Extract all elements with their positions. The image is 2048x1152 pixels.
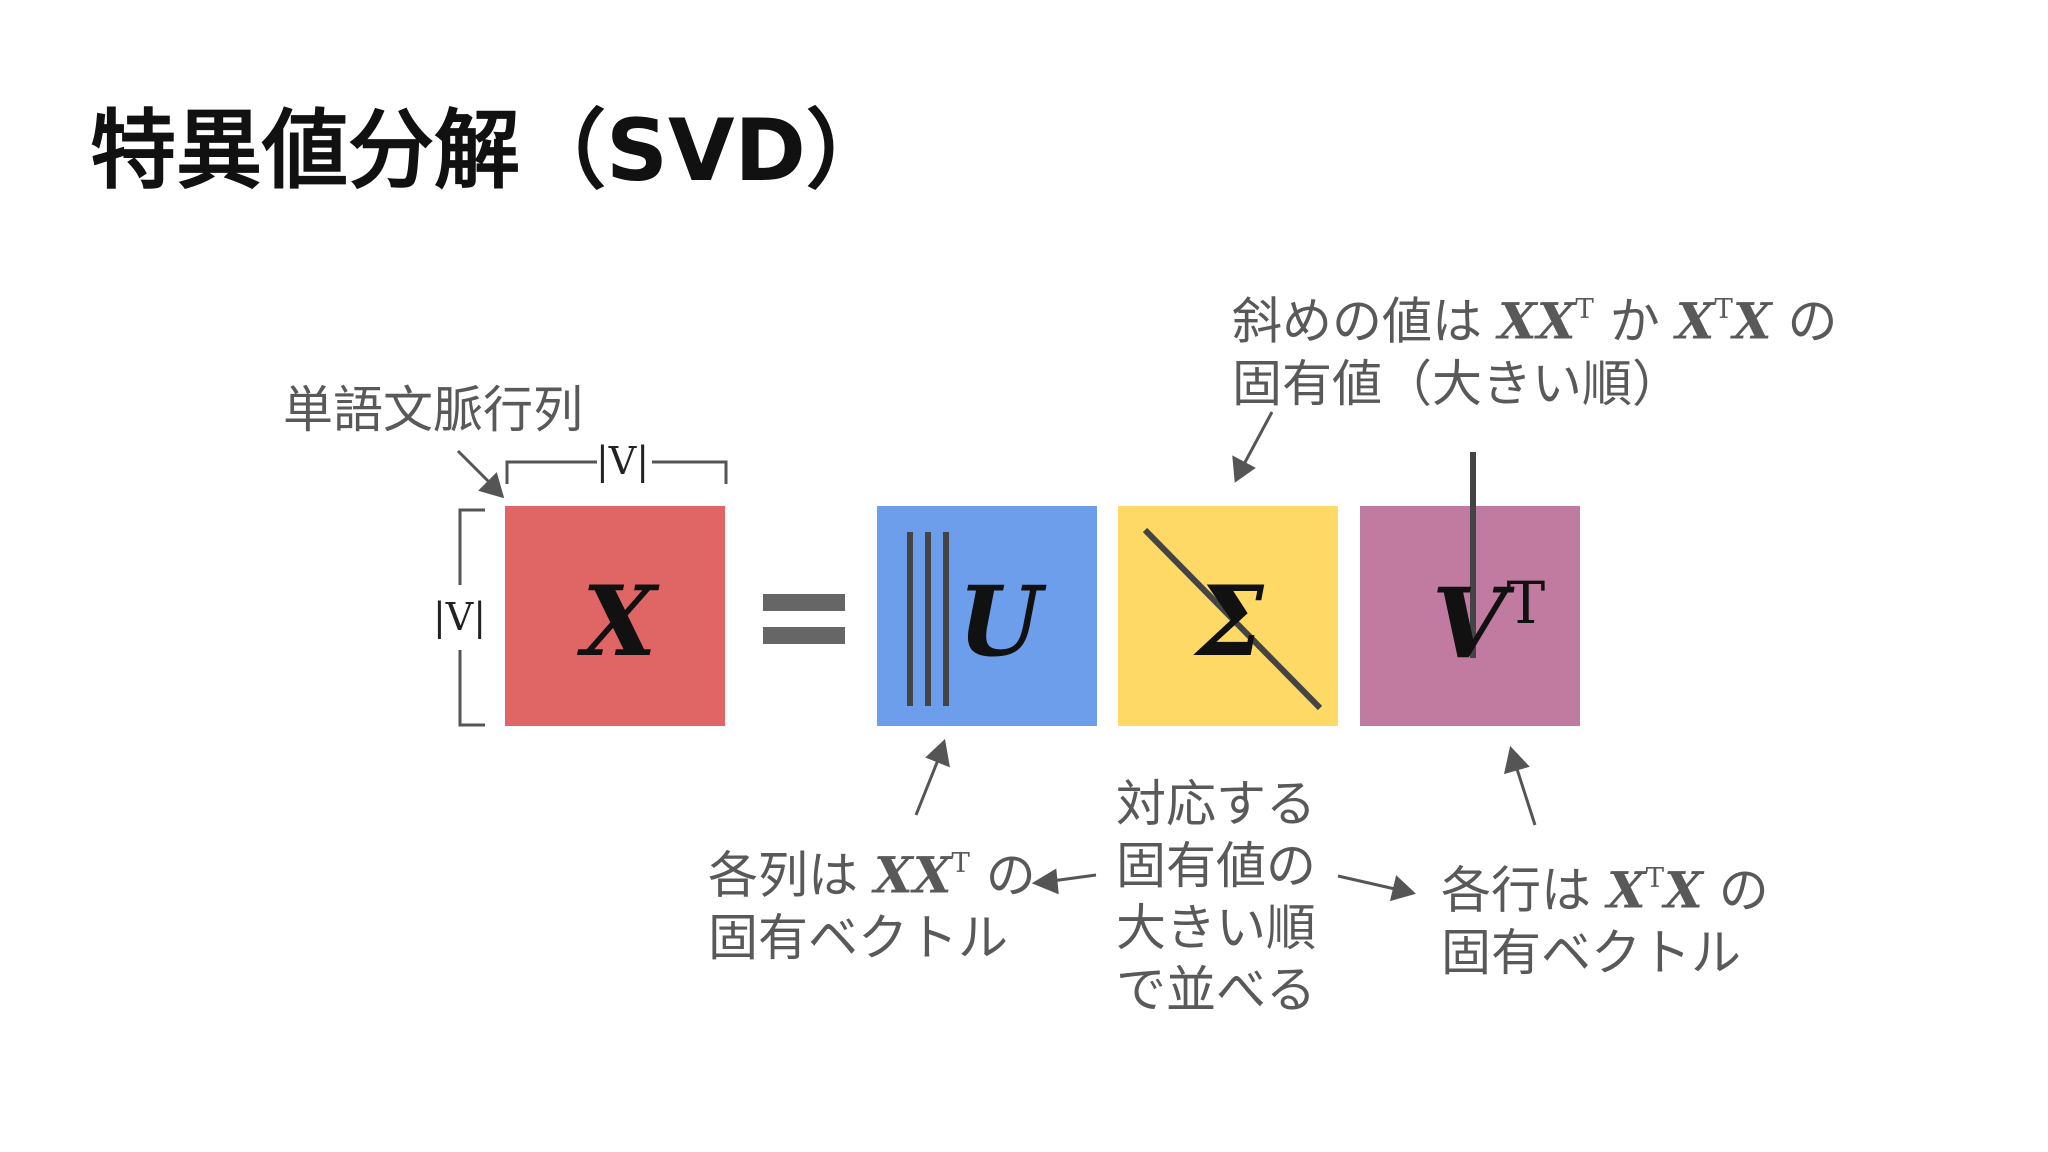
order-right-arrowhead xyxy=(1389,875,1416,902)
arrows xyxy=(456,411,1537,902)
vt-note-arrowhead xyxy=(1504,745,1530,775)
order-left-arrow xyxy=(1051,873,1097,883)
sigma-note-sup-2: T xyxy=(1714,293,1733,325)
order-note-line: 固有値の xyxy=(1116,837,1316,895)
u-note-arrowhead xyxy=(925,739,950,768)
sigma-note-line2: 固有値（大きい順） xyxy=(1232,354,1682,413)
vt-note-math-x1: X xyxy=(1606,860,1646,920)
x-label-arrowhead xyxy=(478,472,505,499)
top-dimension-bracket xyxy=(505,460,728,484)
sigma-note-sup-1: T xyxy=(1575,293,1594,325)
order-note-line: 大きい順 xyxy=(1116,899,1316,957)
x-matrix-label: 単語文脈行列 xyxy=(283,381,583,439)
x-matrix-symbol: X xyxy=(582,565,657,678)
vt-note-arrow xyxy=(1514,765,1537,826)
order-left-arrowhead xyxy=(1031,868,1059,895)
sigma-note-arrow xyxy=(1241,411,1274,467)
vt-note-text-b: の xyxy=(1702,861,1769,920)
vt-note-line2: 固有ベクトル xyxy=(1441,923,1741,982)
u-note-arrow xyxy=(914,759,940,816)
sigma-diagonal-line xyxy=(1142,527,1323,711)
order-note-line: で並べる xyxy=(1116,961,1316,1019)
order-note: 対応する 固有値の 大きい順 で並べる xyxy=(1116,773,1316,1021)
u-note-math-xx: XX xyxy=(873,845,952,905)
vt-matrix-symbol: VT xyxy=(1432,574,1545,672)
u-note-line1: 各列は XXT の xyxy=(708,832,1036,907)
u-matrix-symbol: U xyxy=(958,565,1042,678)
u-note-line2: 固有ベクトル xyxy=(708,908,1008,967)
equals-sign xyxy=(763,594,845,644)
sigma-note-arrowhead xyxy=(1232,455,1256,483)
vt-note-line1: 各行は XTX の xyxy=(1441,847,1769,922)
sigma-note-text-a: 斜めの値は xyxy=(1232,292,1498,351)
u-matrix-box xyxy=(877,506,1097,726)
u-note-text-a: 各列は xyxy=(708,846,874,905)
vt-note: 各行は XTX の 固有ベクトル xyxy=(1441,847,1769,984)
sigma-note-math-x1: X xyxy=(1675,291,1715,351)
sigma-note-math-x2: X xyxy=(1732,291,1772,351)
vt-note-math-x2: X xyxy=(1664,860,1703,920)
u-note: 各列は XXT の 固有ベクトル xyxy=(708,832,1036,969)
x-matrix-box xyxy=(505,506,725,726)
vt-symbol-superscript: T xyxy=(1506,569,1546,637)
u-note-text-b: の xyxy=(969,846,1036,905)
vt-note-text-a: 各行は xyxy=(1441,861,1607,920)
sigma-note-math-xx: XX xyxy=(1497,291,1576,351)
top-dimension-label: |V| xyxy=(596,439,650,483)
order-note-line: 対応する xyxy=(1116,775,1316,833)
sigma-note-line1: 斜めの値は XXT か XTX の xyxy=(1232,278,1837,353)
x-label-arrow xyxy=(456,449,495,488)
order-right-arrow xyxy=(1337,874,1396,891)
vt-note-sup: T xyxy=(1645,862,1665,894)
u-note-sup: T xyxy=(951,847,970,879)
left-dimension-bracket xyxy=(458,508,485,727)
u-column-lines xyxy=(907,532,949,706)
sigma-note-text-c: の xyxy=(1771,292,1838,351)
left-dimension-label: |V| xyxy=(433,595,487,639)
vt-symbol-base: V xyxy=(1432,567,1507,680)
sigma-note-text-b: か xyxy=(1593,292,1676,351)
page-title: 特異値分解（SVD） xyxy=(90,101,892,201)
sigma-matrix-symbol: Σ xyxy=(1196,565,1264,678)
sigma-note: 斜めの値は XXT か XTX の 固有値（大きい順） xyxy=(1232,278,1837,415)
